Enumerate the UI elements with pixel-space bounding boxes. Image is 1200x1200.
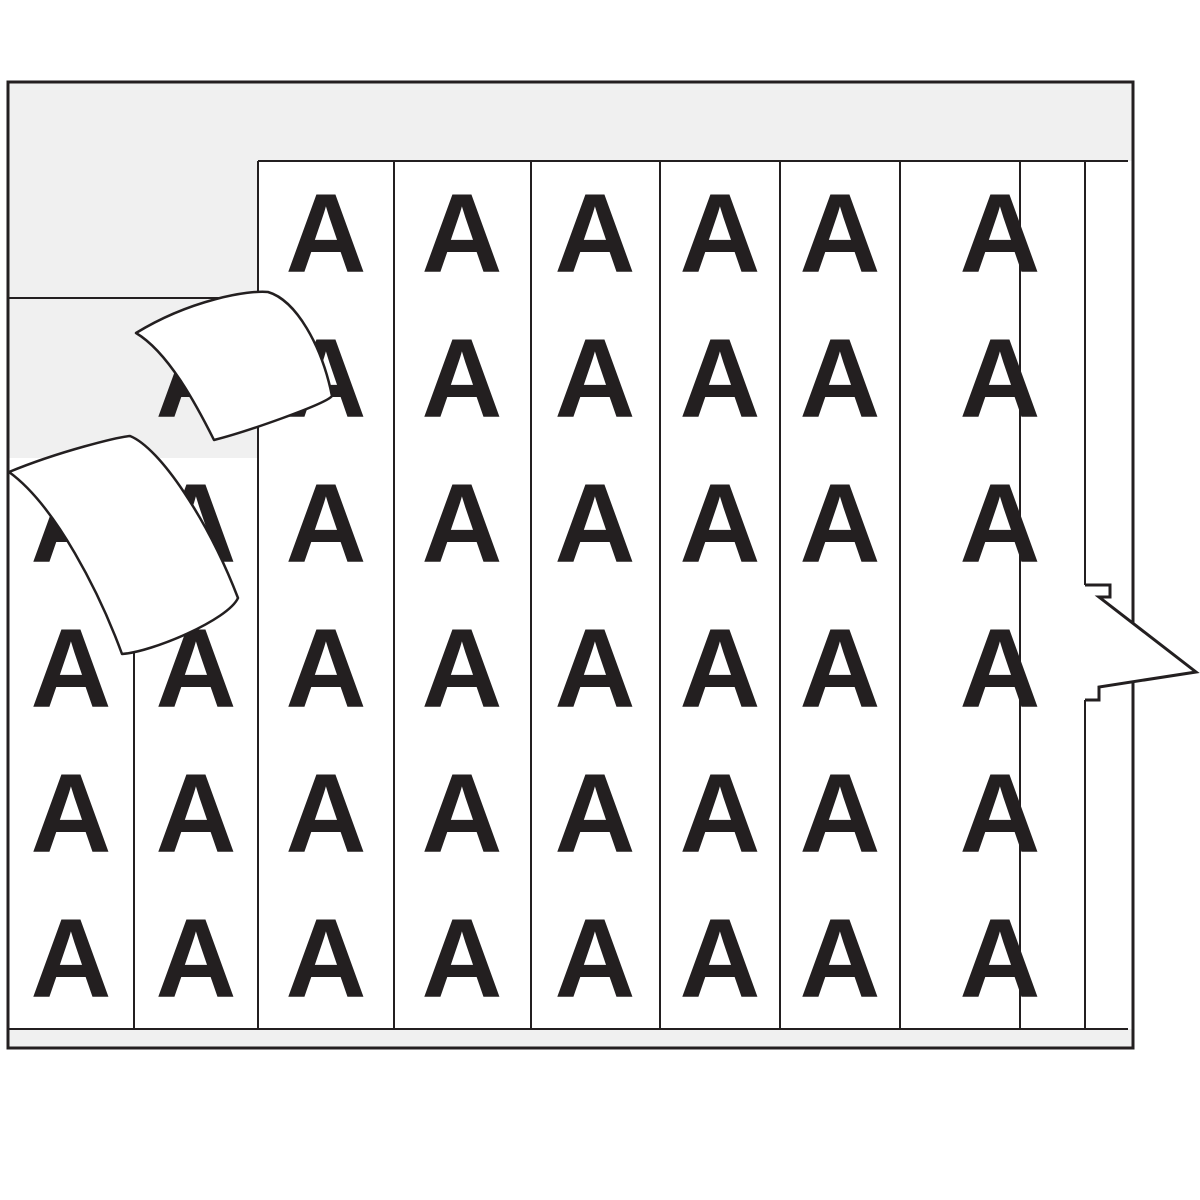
label-letter: A (800, 461, 881, 586)
label-letter: A (286, 171, 367, 296)
label-letter: A (800, 751, 881, 876)
label-letter: A (555, 171, 636, 296)
label-letter: A (960, 461, 1041, 586)
label-letter: A (156, 751, 237, 876)
label-letter: A (422, 316, 503, 441)
label-letter: A (31, 606, 112, 731)
label-letter: A (680, 171, 761, 296)
peeled-label-upper[interactable] (134, 290, 334, 442)
label-letter: A (422, 461, 503, 586)
sheet-outline-group (6, 80, 1200, 1050)
label-letter: A (555, 606, 636, 731)
label-letter: A (960, 171, 1041, 296)
label-letter: A (422, 896, 503, 1021)
backing-exposed-upper-left (9, 161, 258, 298)
label-letter: A (286, 751, 367, 876)
label-letter: A (800, 606, 881, 731)
label-letter: A (555, 461, 636, 586)
label-letter: A (422, 171, 503, 296)
label-letter: A (555, 896, 636, 1021)
label-letter: A (422, 751, 503, 876)
label-letter: A (286, 606, 367, 731)
letter-grid: A A A A A A A A A A A A A A A A A A A A … (31, 171, 1041, 1021)
label-letter: A (800, 316, 881, 441)
label-letter: A (31, 896, 112, 1021)
label-letter: A (286, 461, 367, 586)
label-letter: A (960, 606, 1041, 731)
label-letter: A (156, 896, 237, 1021)
label-letter: A (31, 751, 112, 876)
label-letter: A (680, 316, 761, 441)
label-letter: A (680, 461, 761, 586)
label-letter: A (960, 896, 1041, 1021)
label-letter: A (960, 751, 1041, 876)
label-letter: A (800, 896, 881, 1021)
label-letter: A (555, 316, 636, 441)
label-letter: A (680, 751, 761, 876)
label-letter: A (286, 896, 367, 1021)
label-letter: A (680, 896, 761, 1021)
label-letter: A (960, 316, 1041, 441)
label-letter: A (800, 171, 881, 296)
column-dividers (133, 161, 1086, 1029)
right-arrow-tab-icon (1085, 583, 1200, 702)
sheet-outline (6, 80, 1135, 1050)
peeled-label-lower-face (7, 434, 240, 656)
label-letter: A (680, 606, 761, 731)
peeled-label-lower[interactable] (7, 434, 240, 656)
peeled-label-upper-face (134, 290, 334, 442)
label-letter: A (555, 751, 636, 876)
label-letter: A (422, 606, 503, 731)
